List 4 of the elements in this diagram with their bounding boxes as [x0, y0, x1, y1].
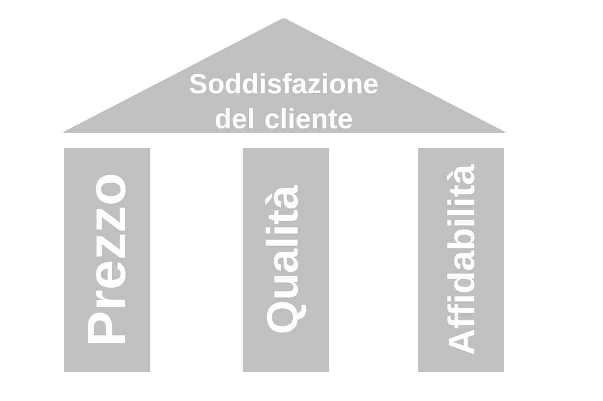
- roof-triangle: Soddisfazione del cliente: [63, 18, 506, 133]
- pillar: Affidabilità: [418, 148, 504, 372]
- pillar: Prezzo: [64, 148, 150, 372]
- pillar: Qualità: [243, 148, 329, 372]
